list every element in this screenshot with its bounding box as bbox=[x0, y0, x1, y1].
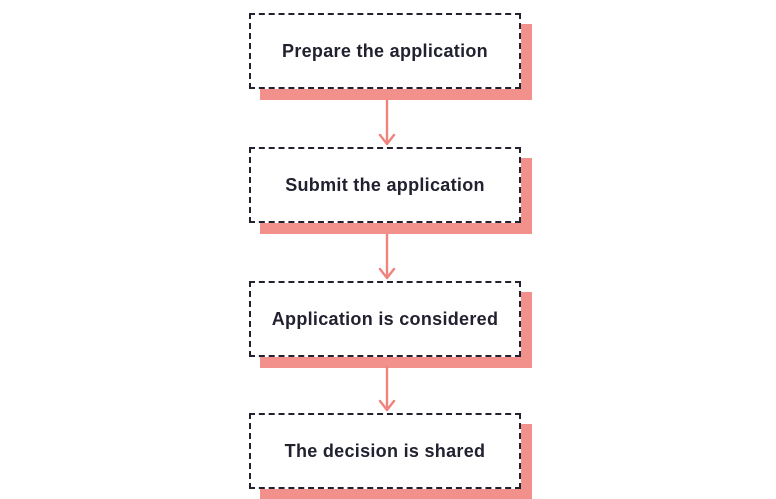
step-box-application-considered: Application is considered bbox=[249, 281, 521, 357]
step-box-prepare-application: Prepare the application bbox=[249, 13, 521, 89]
arrow-down-icon bbox=[377, 366, 397, 412]
step-label: Prepare the application bbox=[282, 40, 488, 61]
step-label: The decision is shared bbox=[284, 440, 486, 461]
step-label: Submit the application bbox=[285, 174, 485, 195]
step-box-submit-application: Submit the application bbox=[249, 147, 521, 223]
arrow-down-icon bbox=[377, 100, 397, 146]
arrow-down-icon bbox=[377, 234, 397, 280]
step-label: Application is considered bbox=[271, 308, 499, 329]
step-box-decision-shared: The decision is shared bbox=[249, 413, 521, 489]
